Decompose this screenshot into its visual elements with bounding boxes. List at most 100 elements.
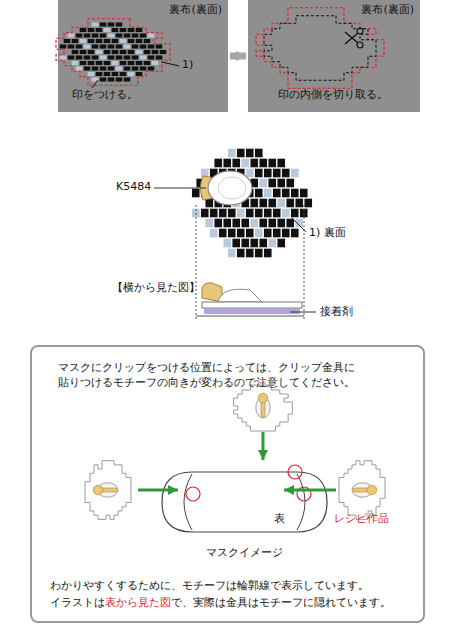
motif-outline <box>339 461 385 520</box>
position-mark <box>186 487 200 501</box>
bead <box>255 209 263 218</box>
leader-line <box>292 218 306 232</box>
bead <box>286 199 294 208</box>
bead <box>136 28 143 32</box>
bead <box>68 44 75 48</box>
bead <box>144 61 151 65</box>
bead <box>268 159 276 168</box>
leader-line <box>290 312 316 313</box>
bead <box>112 50 119 54</box>
bead <box>116 22 123 26</box>
bead <box>84 44 91 48</box>
bead <box>273 189 281 198</box>
adhesive-layer <box>204 308 300 314</box>
bead <box>291 229 299 238</box>
bead <box>210 209 218 218</box>
bead <box>255 249 263 258</box>
bead <box>282 229 290 238</box>
clip-fitting <box>256 393 270 418</box>
bead <box>255 149 263 158</box>
leader-line <box>162 62 179 66</box>
bead <box>124 66 131 70</box>
fabric-panel: 裏布(裏面)印をつける。1) <box>58 0 228 112</box>
bead <box>136 72 143 76</box>
motif-side <box>202 302 302 308</box>
bead <box>264 209 272 218</box>
bead <box>96 39 103 43</box>
bead <box>152 61 159 65</box>
clip-stem <box>261 401 265 417</box>
bead <box>80 39 87 43</box>
bead <box>124 77 131 81</box>
bead <box>96 50 103 54</box>
bead <box>192 189 200 198</box>
motif-contour <box>234 385 293 431</box>
bead <box>140 33 147 37</box>
bead <box>250 159 258 168</box>
motif-contour <box>85 461 131 520</box>
cut-mark <box>56 19 170 86</box>
bead <box>76 44 83 48</box>
bead <box>205 199 213 208</box>
bead <box>228 149 236 158</box>
clip-fitting <box>352 483 377 497</box>
bead <box>132 44 139 48</box>
bead <box>241 239 249 248</box>
bead <box>104 39 111 43</box>
bead <box>291 169 299 178</box>
bead <box>144 39 151 43</box>
position-mark <box>288 465 302 479</box>
motif-outline <box>234 385 293 431</box>
bead <box>304 199 312 208</box>
bead <box>80 50 87 54</box>
bead <box>232 219 240 228</box>
bead <box>132 55 139 59</box>
bead <box>255 189 263 198</box>
bead <box>300 189 308 198</box>
scissor-handle <box>357 28 363 34</box>
bead <box>277 159 285 168</box>
base-line <box>196 316 304 317</box>
bead <box>205 219 213 228</box>
bead <box>268 199 276 208</box>
bead <box>108 33 115 37</box>
bead <box>60 55 67 59</box>
mask-caption: マスクイメージ <box>206 546 283 561</box>
bead <box>160 50 167 54</box>
bead <box>72 61 79 65</box>
bead <box>84 66 91 70</box>
bead <box>128 72 135 76</box>
clip-knob <box>258 393 268 403</box>
bead <box>96 28 103 32</box>
bead <box>68 33 75 37</box>
bead <box>156 44 163 48</box>
bead <box>84 55 91 59</box>
bead <box>268 179 276 188</box>
bead <box>214 159 222 168</box>
bead <box>128 61 135 65</box>
bead <box>210 229 218 238</box>
bead <box>259 179 267 188</box>
bead <box>116 44 123 48</box>
bead <box>96 72 103 76</box>
clip-knob <box>367 485 377 495</box>
bead <box>286 219 294 228</box>
bead <box>148 55 155 59</box>
bead <box>92 33 99 37</box>
bead <box>96 61 103 65</box>
bead <box>132 66 139 70</box>
footnote-highlight: 表から見た図 <box>105 596 171 611</box>
ear-line <box>184 474 192 530</box>
side-view <box>196 283 316 316</box>
bead <box>92 44 99 48</box>
clip-stem <box>353 488 369 492</box>
fabric-panel: 裏布(裏面)印の内側を切り取る。 <box>248 0 420 112</box>
bead <box>237 209 245 218</box>
bead <box>214 219 222 228</box>
bead <box>100 77 107 81</box>
bead <box>277 199 285 208</box>
bead <box>104 72 111 76</box>
mask-guide <box>85 385 385 519</box>
bead <box>116 55 123 59</box>
